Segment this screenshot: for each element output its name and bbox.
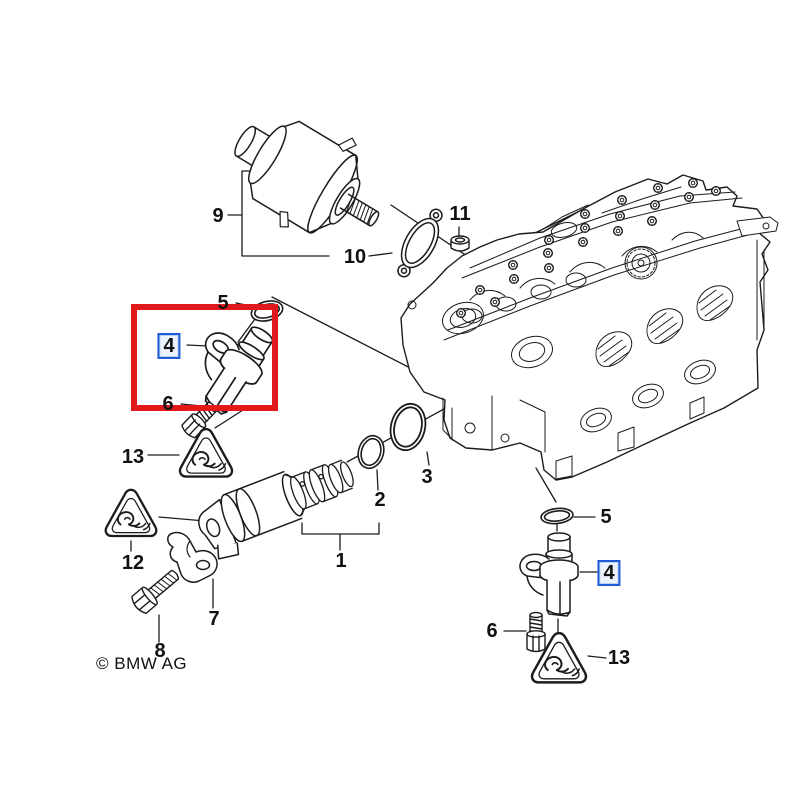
- part-label-9: 9: [212, 205, 224, 227]
- o-ring-5-right-drawing: [540, 507, 574, 525]
- vanos-solenoid-valve-drawing: [198, 459, 354, 560]
- part-label-6-left: 6: [162, 393, 174, 415]
- part-label-3: 3: [421, 466, 433, 488]
- sensor-bolt-right-drawing: [526, 611, 546, 653]
- warning-triangle-icon: [104, 488, 158, 538]
- bracket-drawing: [167, 531, 218, 583]
- nut-drawing: [450, 235, 470, 252]
- copyright-text: © BMW AG: [96, 654, 188, 673]
- o-ring-2-drawing: [357, 434, 385, 470]
- part-label-4-left-highlighted: 4: [157, 333, 181, 359]
- gasket-ring-drawing: [397, 208, 443, 278]
- part-label-2: 2: [374, 489, 386, 511]
- part-label-12: 12: [121, 552, 145, 574]
- o-ring-3-drawing: [389, 402, 427, 452]
- part-label-5-right: 5: [600, 506, 612, 528]
- part-label-8: 8: [154, 640, 166, 662]
- part-label-13-left: 13: [121, 446, 145, 468]
- part-label-6-right: 6: [486, 620, 498, 642]
- part-label-4-right-highlighted: 4: [597, 560, 621, 586]
- part-label-1: 1: [335, 550, 347, 572]
- part-label-5-top: 5: [217, 292, 229, 314]
- engine-cylinder-head-drawing: [400, 174, 779, 481]
- part-label-11: 11: [449, 203, 471, 225]
- solenoid-actuator-drawing: [234, 120, 380, 234]
- warning-triangle-icon: [178, 427, 234, 478]
- part-label-7: 7: [208, 608, 220, 630]
- highlight-box: [131, 304, 278, 411]
- part-label-13-right: 13: [607, 647, 631, 669]
- part-label-10: 10: [343, 246, 367, 268]
- camshaft-sensor-right-drawing: [519, 532, 579, 617]
- hex-bolt-drawing: [131, 569, 180, 615]
